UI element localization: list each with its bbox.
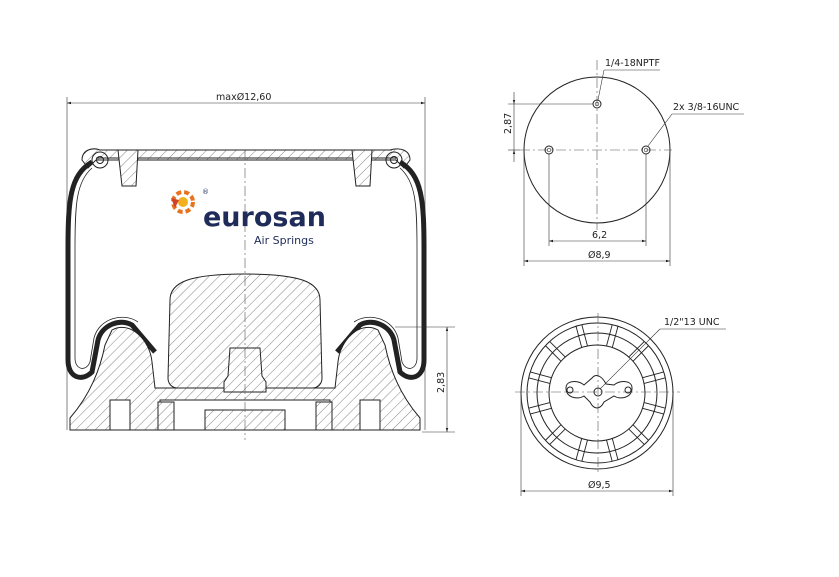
rib-line (581, 324, 588, 346)
top-diameter-label: Ø8,9 (588, 250, 611, 261)
height-label: 2,83 (436, 372, 447, 393)
rib-line (581, 440, 588, 462)
rib-line (530, 371, 552, 379)
eurosan-logo: ® eurosan Air Springs (171, 188, 326, 247)
rib-line (575, 326, 583, 348)
registered-mark: ® (202, 188, 209, 196)
left-stud (117, 149, 139, 187)
rib-line (545, 345, 562, 362)
studs-thread-label: 2x 3/8-16UNC (673, 102, 740, 113)
top-view: 1/4-18NPTF 2x 3/8-16UNC 2,87 6,2 (503, 58, 744, 266)
height-dimension: 2,83 (395, 326, 455, 433)
rib-line (530, 407, 552, 415)
rib-line (606, 324, 613, 346)
bottom-view: 1/2"13 UNC Ø9,5 (515, 313, 726, 496)
rib-line (632, 424, 649, 441)
offset-label: 2,87 (503, 113, 514, 134)
npt-leader: 1/4-18NPTF (597, 58, 660, 101)
bottom-diameter-dimension: Ø9,5 (520, 393, 674, 496)
bottom-thread-leader: 1/2"13 UNC (599, 317, 726, 390)
rib-line (606, 440, 613, 462)
rib-line (644, 402, 666, 409)
rib-line (632, 345, 649, 362)
bottom-thread-label: 1/2"13 UNC (664, 317, 720, 328)
rib-line (644, 377, 666, 384)
offset-dimension: 2,87 (503, 92, 593, 162)
rib-line (642, 371, 664, 379)
rib-line (628, 341, 645, 358)
rib-line (642, 407, 664, 415)
side-view: maxØ12,60 (65, 92, 455, 440)
rib-line (549, 428, 566, 445)
bottom-outer-circle (520, 316, 674, 470)
rib-line (628, 428, 645, 445)
unc-studs-leader: 2x 3/8-16UNC (647, 102, 744, 147)
stud-spacing-label: 6,2 (592, 230, 607, 241)
rib-line (611, 326, 619, 348)
rib-line (575, 438, 583, 460)
max-diameter-label: maxØ12,60 (216, 92, 271, 103)
rib-line (528, 402, 550, 409)
top-diameter-dimension: Ø8,9 (523, 150, 671, 266)
rib-line (528, 377, 550, 384)
rib-line (545, 424, 562, 441)
top-plate (81, 148, 411, 187)
npt-thread-label: 1/4-18NPTF (605, 58, 660, 69)
stud-spacing-dimension: 6,2 (548, 154, 647, 246)
rib-line (549, 341, 566, 358)
brand-name: eurosan (203, 202, 326, 233)
bellow (65, 159, 427, 380)
rib-line (611, 438, 619, 460)
bottom-diameter-label: Ø9,5 (588, 480, 611, 491)
gear-icon (171, 190, 195, 214)
piston-ribs (528, 324, 666, 462)
right-stud (351, 149, 373, 187)
center-lobe (565, 375, 633, 409)
brand-tagline: Air Springs (254, 234, 314, 247)
